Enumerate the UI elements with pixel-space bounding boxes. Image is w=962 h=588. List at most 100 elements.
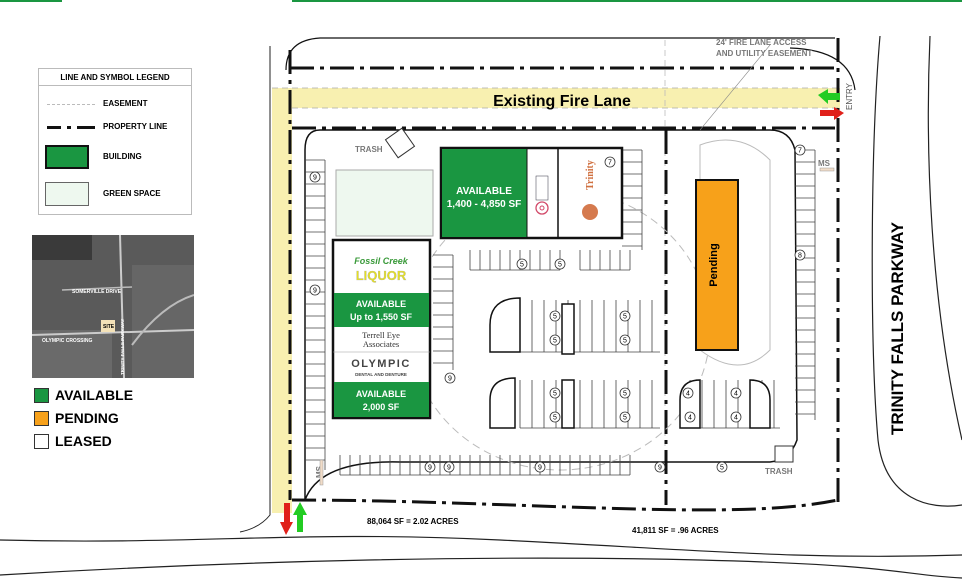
available-swatch [34, 388, 49, 403]
svg-text:LIQUOR: LIQUOR [356, 268, 407, 283]
parking-count-badge: 5 [619, 334, 631, 346]
road-curb [871, 35, 962, 507]
parking-count: 5 [520, 262, 524, 269]
terrell-eye-logo: Terrell Eye [362, 330, 400, 340]
parking-count: 9 [428, 465, 432, 472]
building-west: Fossil Creek LIQUOR AVAILABLE Up to 1,55… [331, 238, 432, 420]
parking-count: 5 [553, 415, 557, 422]
fire-lane [272, 88, 292, 513]
green-space-swatch [45, 182, 89, 206]
landscape-island [561, 379, 575, 429]
parking-count: 4 [686, 391, 690, 398]
legend-item-green-space: GREEN SPACE [39, 182, 191, 206]
parking-count-badge: 5 [619, 310, 631, 322]
easement-note: AND UTILITY EASEMENT [716, 49, 812, 58]
parking-count-badge: 9 [309, 284, 321, 296]
unit-available-south[interactable] [334, 382, 429, 417]
olympic-dental-logo: OLYMPIC [351, 358, 411, 370]
parking-count: 9 [448, 376, 452, 383]
parking-count-badge: 4 [682, 387, 694, 399]
parking-count-badge: 8 [794, 249, 806, 261]
parking-count-badge: 9 [444, 372, 456, 384]
dash-dot-line-icon [47, 126, 95, 129]
road-curb [927, 35, 962, 441]
parking-count: 8 [798, 253, 802, 260]
road-curb [239, 46, 271, 533]
unit-available-west[interactable] [334, 293, 429, 327]
parking-count-badge: 9 [443, 461, 455, 473]
svg-text:OLYMPIC CROSSING: OLYMPIC CROSSING [42, 338, 92, 344]
road-curb [0, 557, 962, 579]
road-curb [0, 535, 962, 557]
parking-count-badge: 4 [730, 411, 742, 423]
leased-swatch [34, 434, 49, 449]
pad-pending[interactable] [695, 179, 739, 351]
parking-count-badge: 5 [549, 411, 561, 423]
green-space [335, 169, 434, 237]
parking-count-badge: 5 [549, 387, 561, 399]
parking-count: 5 [623, 314, 627, 321]
svg-text:2,000 SF: 2,000 SF [363, 402, 400, 412]
property-line [288, 38, 840, 512]
svg-text:1,400 - 4,850 SF: 1,400 - 4,850 SF [447, 199, 522, 210]
trash-label: TRASH [355, 145, 383, 154]
aerial-location-map: SOMERVILLE DRIVE OLYMPIC CROSSING TRINIT… [32, 235, 194, 378]
parking-count: 9 [313, 288, 317, 295]
exit-arrow-icon [280, 503, 293, 535]
parking-count-badge: 9 [534, 461, 546, 473]
svg-text:Associates: Associates [363, 339, 399, 349]
area-left: 88,064 SF = 2.02 ACRES [367, 517, 459, 526]
parking-count-badge: 5 [619, 387, 631, 399]
parking-count-badge: 5 [516, 258, 528, 270]
building-swatch [45, 145, 89, 169]
parking-count: 7 [608, 160, 612, 167]
parking-count: 5 [623, 391, 627, 398]
svg-text:Trinity: Trinity [585, 160, 596, 190]
legend-item-building: BUILDING [39, 145, 191, 169]
parking-count: 4 [734, 415, 738, 422]
parking-count: 5 [623, 415, 627, 422]
pending-swatch [34, 411, 49, 426]
parking-count-badge: 7 [794, 144, 806, 156]
parking-count-badge: 5 [619, 411, 631, 423]
parking-count-badge: 5 [549, 310, 561, 322]
svg-text:DENTAL AND DENTURE: DENTAL AND DENTURE [355, 372, 407, 377]
svg-text:SITE: SITE [103, 324, 115, 330]
unit-available-north[interactable] [442, 149, 527, 237]
parking-count: 4 [688, 415, 692, 422]
parking-count: 9 [538, 465, 542, 472]
svg-text:AVAILABLE: AVAILABLE [356, 299, 406, 309]
svg-text:Up to 1,550 SF: Up to 1,550 SF [350, 312, 413, 322]
parking-count-badge: 5 [549, 334, 561, 346]
easement-note: 24' FIRE LANE ACCESS [716, 38, 807, 47]
parking-count: 9 [658, 465, 662, 472]
legend-item-property-line: PROPERTY LINE [39, 118, 191, 138]
exit-arrow-icon [820, 107, 844, 120]
fire-lane-label: Existing Fire Lane [493, 93, 631, 110]
donut-shop-logo [535, 175, 549, 215]
parking-count: 5 [720, 465, 724, 472]
fossil-creek-logo: Fossil Creek [354, 256, 409, 266]
landscape-island [489, 377, 516, 429]
area-right: 41,811 SF = .96 ACRES [632, 526, 719, 535]
parking-count: 5 [553, 338, 557, 345]
entry-arrow-icon [818, 89, 840, 104]
road-label: TRINITY FALLS PARKWAY [888, 221, 907, 435]
entry-label: ENTRY [845, 82, 854, 110]
landscape-island [489, 297, 521, 353]
legend-title: LINE AND SYMBOL LEGEND [39, 69, 191, 86]
parking-count-badge: 9 [424, 461, 436, 473]
parking-count: 7 [798, 148, 802, 155]
site-marker [101, 320, 115, 332]
parking-count: 9 [313, 175, 317, 182]
ms-label: MS [818, 159, 831, 168]
parking-count: 5 [558, 262, 562, 269]
pending-label: Pending [708, 243, 720, 286]
parking-count: 9 [447, 465, 451, 472]
svg-text:SOMERVILLE DRIVE: SOMERVILLE DRIVE [72, 289, 122, 295]
line-symbol-legend: LINE AND SYMBOL LEGEND EASEMENT PROPERTY… [38, 68, 192, 215]
parking-count-badge: 7 [604, 156, 616, 168]
trash-label: TRASH [765, 467, 793, 476]
